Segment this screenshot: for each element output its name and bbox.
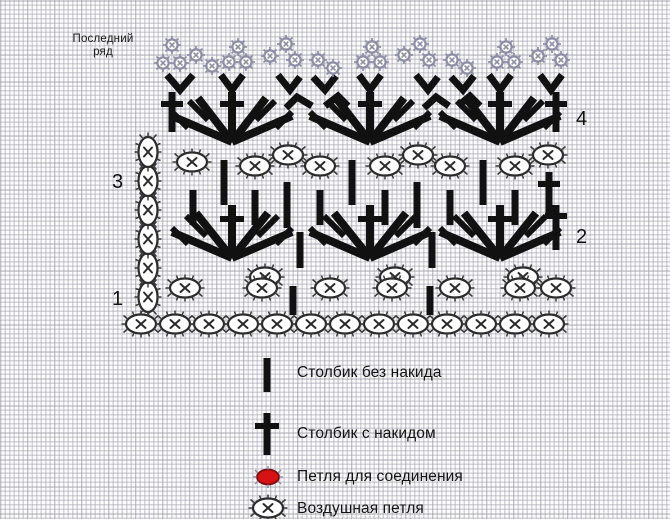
legend-label-single-crochet: Столбик без накида <box>297 364 442 381</box>
legend-symbol-slip-stitch <box>252 465 284 489</box>
row-2-shell-fans <box>169 205 563 262</box>
row-2-chain-spaces <box>164 262 577 303</box>
left-edge-turning-chain <box>133 131 163 318</box>
row-3-edge-double-crochet <box>538 172 560 218</box>
row-number-3: 3 <box>112 171 124 193</box>
shell-fan-c <box>437 205 563 262</box>
legend-label-slip-stitch: Петля для соединения <box>297 468 463 485</box>
row-1-to-2-single-crochet-bars <box>289 286 434 315</box>
last-row-label: Последний ряд <box>72 33 134 59</box>
row-4-picot-clusters <box>152 33 572 79</box>
row-3-single-crochet-bars <box>189 160 519 228</box>
row-4-arches <box>283 91 483 111</box>
legend-label-double-crochet: Столбик с накидом <box>297 425 436 442</box>
top-fan-c <box>437 92 563 146</box>
row-4-shell-fans <box>169 92 563 146</box>
top-fan-b <box>307 92 433 146</box>
row-number-4: 4 <box>576 108 588 130</box>
legend-label-chain-stitch: Воздушная петля <box>297 500 424 517</box>
legend-symbol-chain-stitch <box>247 493 289 519</box>
row-3-chain-ovals <box>171 140 569 181</box>
row-1-foundation-chain <box>120 309 570 339</box>
row-2-separator-bars <box>296 232 436 268</box>
row-4-v-tops <box>164 72 565 96</box>
row-number-2: 2 <box>576 226 588 248</box>
legend-symbol-double-crochet <box>255 413 279 455</box>
shell-fan-b <box>307 205 433 262</box>
shell-fan-a <box>169 205 295 262</box>
row-4-posts <box>161 92 567 132</box>
top-fan-a <box>169 92 295 146</box>
row-number-1: 1 <box>112 288 124 310</box>
